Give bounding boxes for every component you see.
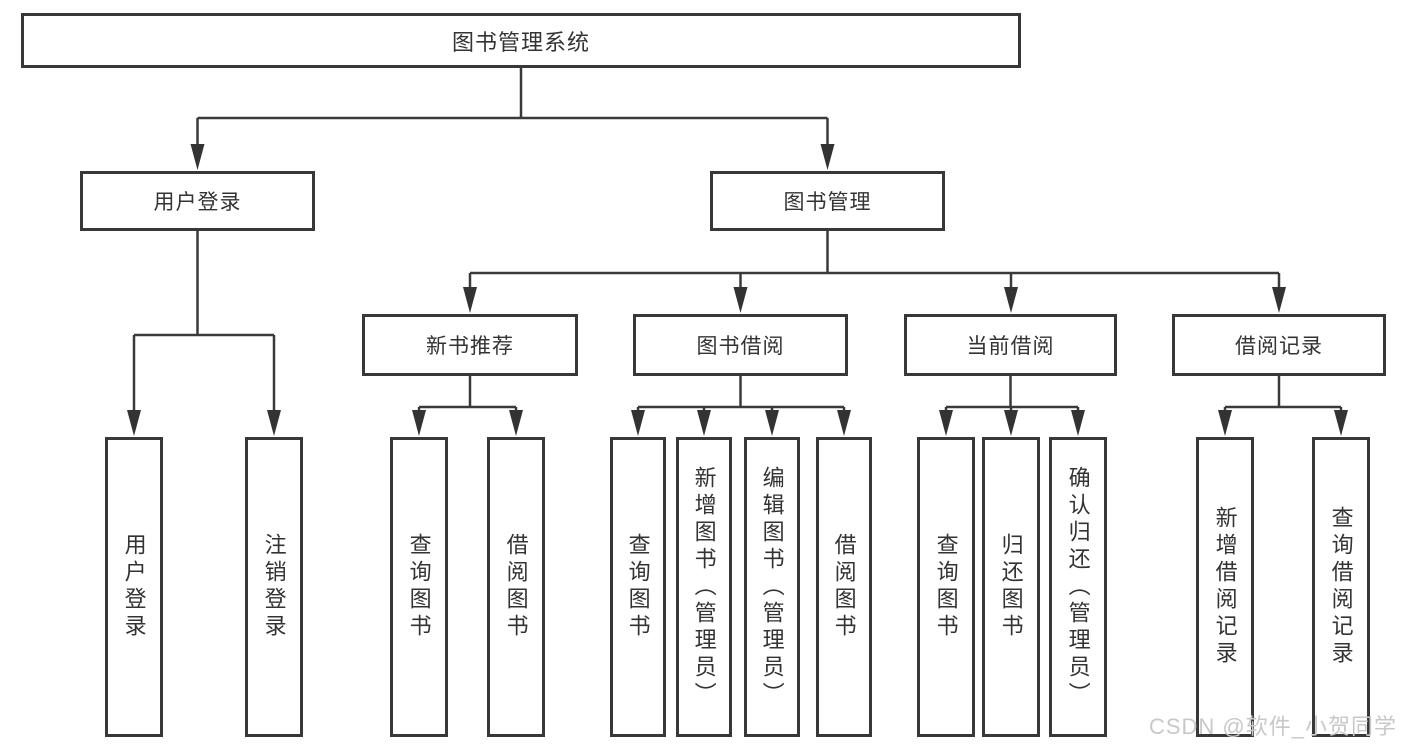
leaf-br-query-record: 查询借阅记录 xyxy=(1312,437,1370,737)
node-root-label: 图书管理系统 xyxy=(451,29,590,55)
leaf-bb-add-books: 新增图书（管理员） xyxy=(676,437,732,737)
leaf-cb-confirm-return: 确认归还（管理员） xyxy=(1049,437,1107,737)
leaf-bb-query-books: 查询图书 xyxy=(610,437,666,737)
leaf-nbr-query-books: 查询图书 xyxy=(390,437,448,737)
node-borrow-records-label: 借阅记录 xyxy=(1235,335,1323,358)
leaf-br-query-record-label: 查询借阅记录 xyxy=(1328,506,1354,668)
leaf-cb-query-books: 查询图书 xyxy=(917,437,975,737)
leaf-logout-label: 注销登录 xyxy=(261,533,287,641)
leaf-bb-edit-books-label: 编辑图书（管理员） xyxy=(759,465,785,709)
leaf-user-login-label: 用户登录 xyxy=(121,533,147,641)
leaf-nbr-borrow-books: 借阅图书 xyxy=(487,437,545,737)
leaf-cb-return-books: 归还图书 xyxy=(982,437,1040,737)
node-new-book-recommend-label: 新书推荐 xyxy=(426,335,514,358)
node-current-borrow-label: 当前借阅 xyxy=(966,335,1055,358)
leaf-bb-borrow-books-label: 借阅图书 xyxy=(831,533,857,641)
node-user-login-branch-label: 用户登录 xyxy=(153,191,242,214)
node-book-management-branch: 图书管理 xyxy=(710,171,945,231)
leaf-logout: 注销登录 xyxy=(245,437,303,737)
node-root: 图书管理系统 xyxy=(21,13,1021,68)
leaf-bb-add-books-label: 新增图书（管理员） xyxy=(691,465,717,709)
node-current-borrow: 当前借阅 xyxy=(904,314,1117,376)
leaf-cb-return-books-label: 归还图书 xyxy=(998,533,1024,641)
node-user-login-branch: 用户登录 xyxy=(80,171,315,231)
node-book-borrow-label: 图书借阅 xyxy=(696,335,785,358)
node-borrow-records: 借阅记录 xyxy=(1172,314,1386,376)
leaf-cb-confirm-return-label: 确认归还（管理员） xyxy=(1065,465,1091,709)
leaf-bb-query-books-label: 查询图书 xyxy=(625,533,651,641)
leaf-bb-borrow-books: 借阅图书 xyxy=(816,437,872,737)
leaf-cb-query-books-label: 查询图书 xyxy=(933,533,959,641)
node-book-management-branch-label: 图书管理 xyxy=(783,191,872,214)
leaf-br-add-record: 新增借阅记录 xyxy=(1196,437,1254,737)
leaf-user-login: 用户登录 xyxy=(105,437,163,737)
node-new-book-recommend: 新书推荐 xyxy=(362,314,578,376)
csdn-watermark: CSDN @软件_小贺同学 xyxy=(1148,714,1397,739)
leaf-bb-edit-books: 编辑图书（管理员） xyxy=(744,437,800,737)
leaf-nbr-query-books-label: 查询图书 xyxy=(406,533,432,641)
leaf-br-add-record-label: 新增借阅记录 xyxy=(1212,506,1238,668)
node-book-borrow: 图书借阅 xyxy=(633,314,848,376)
leaf-nbr-borrow-books-label: 借阅图书 xyxy=(503,533,529,641)
